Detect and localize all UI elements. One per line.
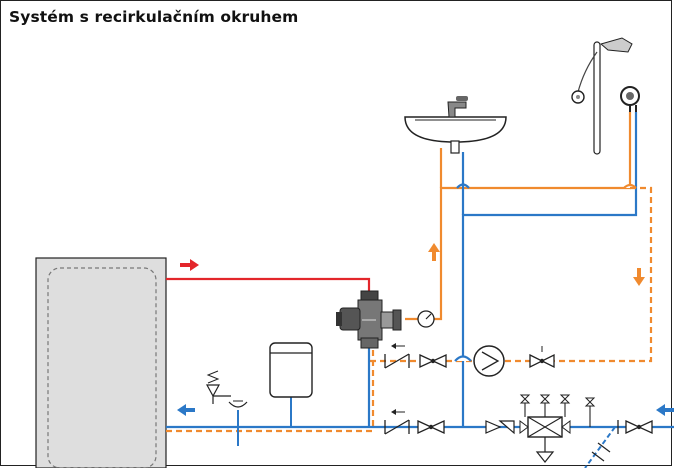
cold-inflow-arrow bbox=[656, 404, 674, 416]
check-valve-main bbox=[384, 409, 410, 435]
safety-valve bbox=[205, 370, 248, 408]
diagram-title: Systém s recirkulačním okruhem bbox=[9, 8, 299, 26]
hot-flow-arrow bbox=[180, 259, 199, 271]
ball-valve-inlet bbox=[617, 419, 653, 435]
thermometer-gauge bbox=[417, 310, 435, 328]
crossing-hop-basin bbox=[456, 183, 470, 189]
recirc-crossing-hop bbox=[454, 355, 472, 362]
washbasin bbox=[404, 96, 507, 154]
test-valves bbox=[519, 394, 596, 427]
storage-tank bbox=[35, 257, 167, 468]
expansion-vessel bbox=[269, 342, 313, 398]
downflow-arrow bbox=[633, 268, 645, 286]
cold-riser-pipe bbox=[461, 112, 638, 427]
check-valve-inlet bbox=[485, 420, 515, 435]
strainer-bypass bbox=[584, 426, 616, 468]
circulation-pump bbox=[473, 345, 505, 377]
check-valve-recirc bbox=[384, 343, 410, 369]
ball-valve-main bbox=[417, 419, 445, 435]
ball-valve-recirc bbox=[419, 353, 447, 369]
ball-valve-after-pump bbox=[529, 346, 555, 369]
shower bbox=[571, 37, 640, 155]
hot-supply-pipe bbox=[166, 277, 371, 293]
cold-outflow-arrow-tank bbox=[177, 404, 195, 416]
mixing-valve bbox=[336, 290, 402, 349]
upflow-arrow bbox=[428, 243, 440, 261]
recirculation-return-pipe bbox=[552, 186, 653, 363]
pressure-reducer bbox=[519, 416, 571, 463]
